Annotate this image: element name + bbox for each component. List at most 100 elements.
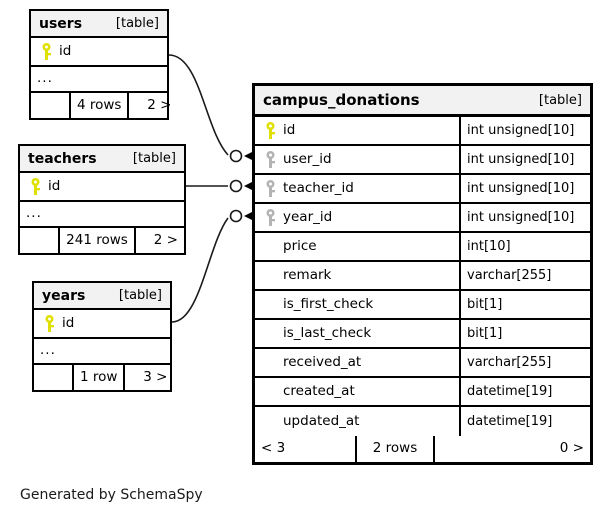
column-cell-is-last-check: is_last_check <box>255 324 459 344</box>
table-row[interactable]: is_last_check bit[1] <box>255 320 590 349</box>
key-icon-placeholder <box>261 295 279 315</box>
column-cell-created-at: created_at <box>255 382 459 402</box>
table-row[interactable]: year_id int unsigned[10] <box>255 204 590 233</box>
footer-left-years[interactable] <box>34 365 72 390</box>
column-cell-updated-at: updated_at <box>255 412 459 432</box>
column-cell-received-at: received_at <box>255 353 459 373</box>
primary-key-icon <box>37 42 55 62</box>
key-icon-placeholder <box>261 324 279 344</box>
table-row[interactable]: price int[10] <box>255 233 590 262</box>
column-name: updated_at <box>283 412 360 429</box>
table-footer-teachers: 241 rows 2 > <box>20 228 184 253</box>
table-row[interactable]: id int unsigned[10] <box>255 117 590 146</box>
table-name-teachers: teachers <box>28 150 97 167</box>
column-cell-teachers-id: id <box>20 177 184 197</box>
table-row[interactable]: remark varchar[255] <box>255 262 590 291</box>
key-icon-placeholder <box>261 382 279 402</box>
key-icon-placeholder <box>261 353 279 373</box>
column-cell-id: id <box>255 121 459 141</box>
column-type: int unsigned[10] <box>459 204 590 231</box>
column-cell-users-id: id <box>31 42 167 62</box>
column-name: price <box>283 237 317 254</box>
table-box-campus-donations[interactable]: campus_donations [table] id int unsigned[… <box>252 83 593 465</box>
table-kind-campus-donations: [table] <box>538 92 582 108</box>
table-row[interactable]: id <box>20 173 184 202</box>
column-type: bit[1] <box>459 320 590 347</box>
edge-users-to-user-id <box>168 54 229 156</box>
diagram-caption: Generated by SchemaSpy <box>20 487 203 503</box>
column-name: created_at <box>283 382 355 399</box>
table-name-users: users <box>39 15 83 32</box>
footer-incoming-relations-campus-donations[interactable]: < 3 <box>261 440 286 457</box>
table-row[interactable]: created_at datetime[19] <box>255 378 590 407</box>
table-row[interactable]: teacher_id int unsigned[10] <box>255 175 590 204</box>
table-row[interactable]: user_id int unsigned[10] <box>255 146 590 175</box>
footer-rowcount-campus-donations: 2 rows <box>355 436 435 462</box>
footer-right-teachers[interactable]: 2 > <box>153 231 178 248</box>
table-box-teachers[interactable]: teachers [table] id ... 241 rows 2 > <box>18 144 186 255</box>
footer-outgoing-relations-campus-donations[interactable]: 0 > <box>559 440 584 457</box>
footer-rowcount-users: 4 rows <box>69 93 130 118</box>
column-name: id <box>48 177 61 194</box>
column-type: int unsigned[10] <box>459 117 590 144</box>
column-type: bit[1] <box>459 291 590 318</box>
column-name: id <box>59 42 72 59</box>
column-cell-years-id: id <box>34 314 170 334</box>
table-row[interactable]: updated_at datetime[19] <box>255 407 590 436</box>
table-kind-years: [table] <box>118 288 162 303</box>
column-type: int unsigned[10] <box>459 175 590 202</box>
table-row[interactable]: received_at varchar[255] <box>255 349 590 378</box>
edge-endpoint-circle-users <box>229 149 243 163</box>
column-type: int unsigned[10] <box>459 146 590 173</box>
column-name: is_last_check <box>283 324 372 341</box>
column-cell-teacher-id: teacher_id <box>255 179 459 199</box>
column-cell-price: price <box>255 237 459 257</box>
column-name: id <box>62 314 75 331</box>
footer-rowcount-teachers: 241 rows <box>58 228 136 253</box>
footer-left-users[interactable] <box>31 93 69 118</box>
column-type: datetime[19] <box>459 378 590 405</box>
column-name: remark <box>283 266 332 283</box>
column-cell-remark: remark <box>255 266 459 286</box>
column-name: year_id <box>283 208 333 225</box>
table-footer-campus-donations: < 3 2 rows 0 > <box>255 436 590 462</box>
primary-key-icon <box>26 177 44 197</box>
table-box-users[interactable]: users [table] id ... 4 rows 2 > <box>29 9 171 120</box>
column-name: received_at <box>283 353 362 370</box>
footer-right-years[interactable]: 3 > <box>143 368 168 385</box>
table-header-users: users [table] <box>31 11 167 38</box>
edge-endpoint-circle-years <box>229 209 243 223</box>
table-more-columns-ellipsis: ... <box>20 202 184 228</box>
table-row[interactable]: is_first_check bit[1] <box>255 291 590 320</box>
primary-key-icon <box>40 314 58 334</box>
key-icon-placeholder <box>261 237 279 257</box>
table-row[interactable]: id <box>31 38 167 67</box>
column-cell-year-id: year_id <box>255 208 459 228</box>
column-type: int[10] <box>459 233 590 260</box>
table-header-teachers: teachers [table] <box>20 146 184 173</box>
footer-rowcount-years: 1 row <box>72 365 126 390</box>
table-kind-users: [table] <box>115 16 159 31</box>
foreign-key-icon <box>261 179 279 199</box>
table-header-campus-donations: campus_donations [table] <box>255 86 590 117</box>
table-row[interactable]: id <box>34 310 170 339</box>
column-cell-is-first-check: is_first_check <box>255 295 459 315</box>
foreign-key-icon <box>261 208 279 228</box>
table-footer-users: 4 rows 2 > <box>31 93 171 118</box>
primary-key-icon <box>261 121 279 141</box>
column-type: varchar[255] <box>459 262 590 289</box>
column-name: id <box>283 121 296 138</box>
column-type: varchar[255] <box>459 349 590 376</box>
column-name: teacher_id <box>283 179 354 196</box>
table-footer-years: 1 row 3 > <box>34 365 170 390</box>
column-name: is_first_check <box>283 295 374 312</box>
column-cell-user-id: user_id <box>255 150 459 170</box>
footer-right-users[interactable]: 2 > <box>147 96 172 113</box>
column-name: user_id <box>283 150 332 167</box>
table-box-years[interactable]: years [table] id ... 1 row 3 > <box>32 281 172 392</box>
foreign-key-icon <box>261 150 279 170</box>
footer-left-teachers[interactable] <box>20 228 58 253</box>
table-header-years: years [table] <box>34 283 170 310</box>
column-type: datetime[19] <box>459 407 590 436</box>
